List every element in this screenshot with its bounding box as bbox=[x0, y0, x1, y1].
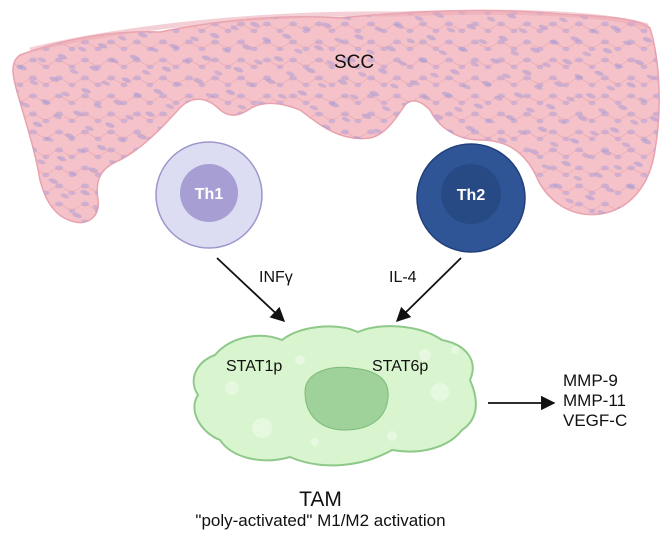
output-factor-item: VEGF-C bbox=[563, 411, 628, 430]
scc-label: SCC bbox=[334, 52, 374, 73]
stat6p-label: STAT6p bbox=[372, 358, 428, 375]
th1-label: Th1 bbox=[195, 186, 224, 203]
th2-nucleus bbox=[441, 164, 501, 224]
tam-caption-title: TAM bbox=[299, 488, 342, 511]
th2-cell: Th2 bbox=[416, 143, 526, 253]
signal-right-label: IL-4 bbox=[389, 269, 417, 286]
signal-left-label: INFγ bbox=[259, 269, 293, 286]
output-factor-item: MMP-11 bbox=[563, 391, 626, 410]
arrow-th1-to-tam bbox=[216, 257, 286, 322]
scc-tissue: SCC bbox=[12, 9, 660, 224]
th2-label: Th2 bbox=[457, 187, 486, 204]
th1-cell: Th1 bbox=[155, 141, 263, 249]
output-factor-item: MMP-9 bbox=[563, 371, 618, 390]
tam-caption-subtitle: "poly-activated" M1/M2 activation bbox=[195, 511, 446, 530]
th1-nucleus bbox=[180, 164, 238, 222]
output-factor-list: MMP-9 MMP-11 VEGF-C bbox=[563, 371, 663, 431]
tam-cell: STAT1p STAT6p bbox=[192, 325, 477, 467]
stat1p-label: STAT1p bbox=[226, 358, 282, 375]
arrow-th2-to-tam bbox=[395, 257, 462, 323]
tam-nucleus bbox=[304, 366, 389, 431]
